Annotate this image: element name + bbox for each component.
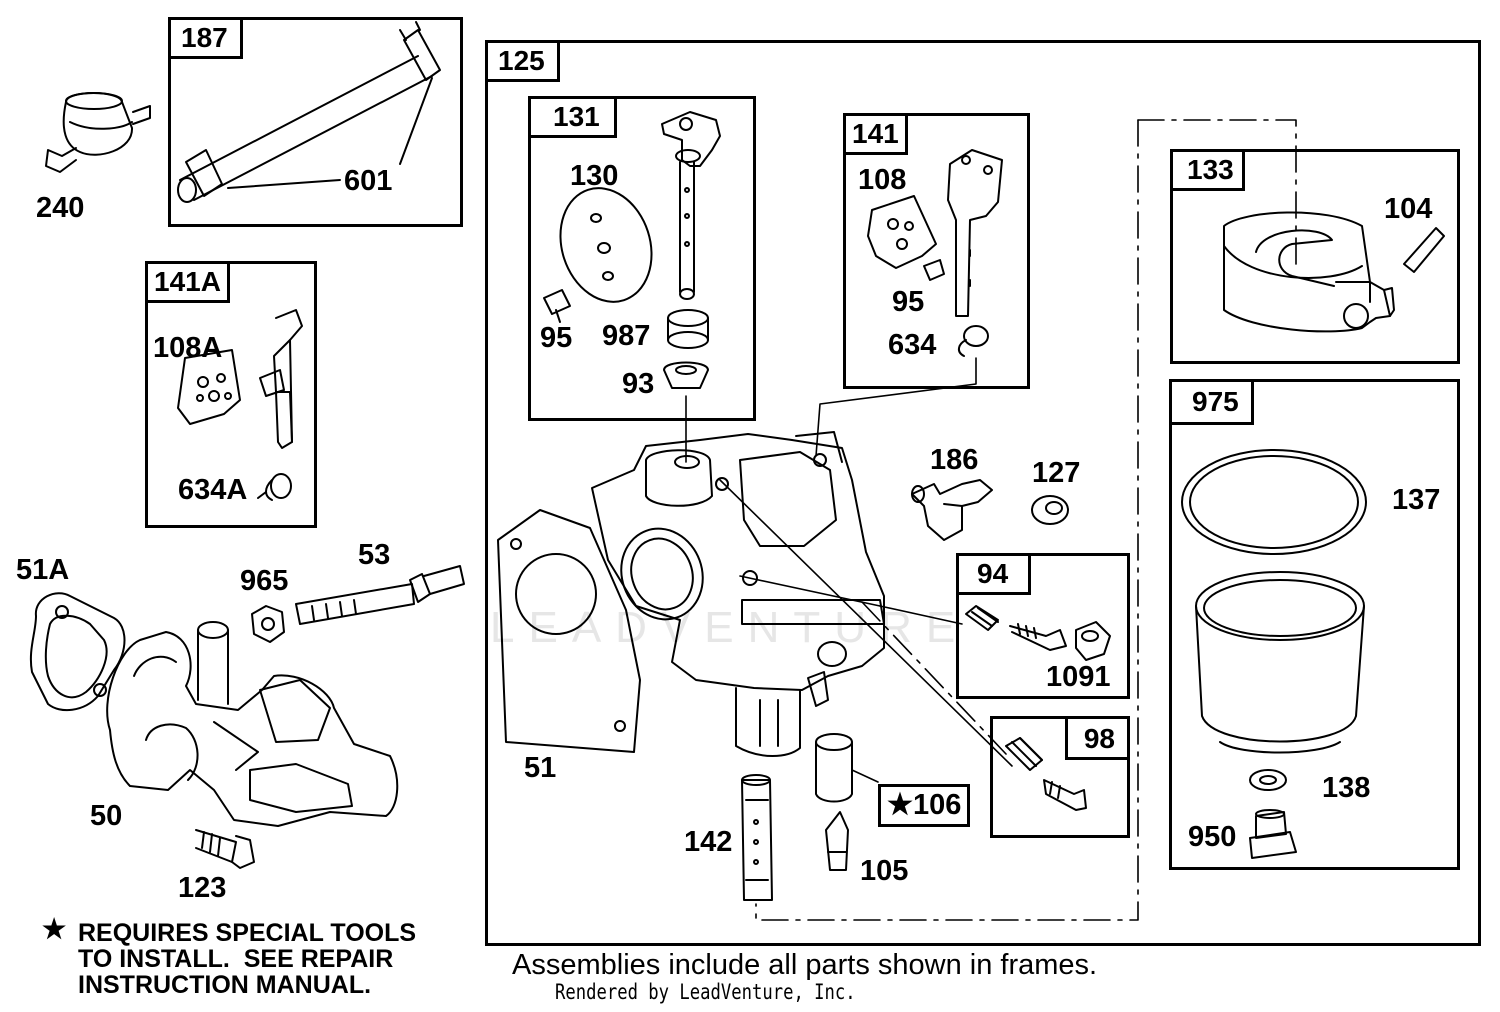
part-number-95-choke: 95 <box>892 286 925 318</box>
stud-53 <box>296 566 464 624</box>
frame-187: 187 <box>168 17 463 227</box>
part-number-108a: 108A <box>153 332 223 364</box>
part-number-123: 123 <box>178 872 227 904</box>
part-number-105: 105 <box>860 855 909 887</box>
frame-131: 131 <box>528 96 756 421</box>
fuel-filter-240 <box>46 93 150 172</box>
part-number-634a: 634A <box>178 474 248 506</box>
part-number-95-throttle: 95 <box>540 322 573 354</box>
dash-dot-reference-lines <box>756 120 1296 920</box>
washer-138 <box>1250 770 1286 790</box>
part-number-950: 950 <box>1188 821 1237 853</box>
part-number-137: 137 <box>1392 484 1441 516</box>
screw-123 <box>196 830 254 868</box>
part-number-93: 93 <box>622 368 655 400</box>
leader-lines <box>686 358 1012 782</box>
inlet-needle-105 <box>826 812 848 870</box>
float-bowl-975 <box>1196 572 1364 753</box>
render-credit: Rendered by LeadVenture, Inc. <box>555 980 856 1004</box>
part-number-987: 987 <box>602 320 651 352</box>
float-133 <box>1224 212 1394 331</box>
fuel-line-187 <box>178 22 440 202</box>
part-number-186: 186 <box>930 444 979 476</box>
screw-95-throttle <box>544 290 570 322</box>
idle-parts-94 <box>966 606 1110 660</box>
frame-94-label: 94 <box>956 553 1032 595</box>
part-number-240: 240 <box>36 192 85 224</box>
bowl-nut-950 <box>1250 810 1296 858</box>
part-number-127: 127 <box>1032 457 1081 489</box>
nut-965 <box>252 606 284 642</box>
carburetor-body <box>592 432 884 756</box>
part-number-51: 51 <box>524 752 557 784</box>
main-jet-parts-98 <box>1006 738 1086 810</box>
part-number-104: 104 <box>1384 193 1433 225</box>
part-number-50: 50 <box>90 800 123 832</box>
plug-127 <box>1032 496 1068 524</box>
washer-93 <box>664 363 708 389</box>
frame-98: 98 <box>990 716 1130 838</box>
throttle-shaft-131 <box>662 112 720 299</box>
gasket-51a <box>31 593 125 710</box>
part-number-51a: 51A <box>16 554 70 586</box>
gasket-ring-137 <box>1182 450 1366 554</box>
frame-98-label: 98 <box>1064 716 1130 760</box>
part-number-130: 130 <box>570 160 619 192</box>
part-number-965: 965 <box>240 565 289 597</box>
frame-141: 141 <box>843 113 1030 389</box>
frame-141a-label: 141A <box>145 261 230 303</box>
frame-94: 94 <box>956 553 1130 699</box>
float-pin-104 <box>1404 228 1444 272</box>
frame-131-label: 131 <box>528 96 617 138</box>
part-number-142: 142 <box>684 826 733 858</box>
choke-parts-141 <box>868 150 1002 356</box>
elbow-fitting-186 <box>912 480 992 540</box>
special-tools-note: REQUIRES SPECIAL TOOLS TO INSTALL. SEE R… <box>78 919 417 999</box>
seal-987 <box>668 310 708 348</box>
choke-parts-141a <box>178 310 302 500</box>
frame-187-label: 187 <box>168 17 243 59</box>
throttle-plate-130 <box>546 176 666 314</box>
frame-125-label: 125 <box>485 40 560 82</box>
part-number-106-special-tool: ★106 <box>878 784 971 827</box>
frame-141-label: 141 <box>843 113 908 155</box>
frame-141a: 141A <box>145 261 317 528</box>
frame-125: 125 <box>485 40 1481 946</box>
special-tools-star: ★ <box>42 914 67 944</box>
carb-gasket-51 <box>498 510 640 752</box>
frame-133-label: 133 <box>1170 149 1245 191</box>
watermark-text: LEADVENTURE <box>490 603 969 652</box>
part-number-1091: 1091 <box>1046 661 1111 693</box>
frame-975-label: 975 <box>1169 379 1254 425</box>
needle-seat-106 <box>816 734 852 802</box>
part-number-138: 138 <box>1322 772 1371 804</box>
intake-elbow-50 <box>107 622 397 826</box>
part-number-601: 601 <box>344 165 393 197</box>
assemblies-caption: Assemblies include all parts shown in fr… <box>512 949 1098 981</box>
frame-975: 975 <box>1169 379 1460 870</box>
emulsion-tube-142 <box>742 775 772 900</box>
part-number-53: 53 <box>358 539 391 571</box>
part-number-634: 634 <box>888 329 937 361</box>
frame-133: 133 <box>1170 149 1460 364</box>
part-number-108: 108 <box>858 164 907 196</box>
